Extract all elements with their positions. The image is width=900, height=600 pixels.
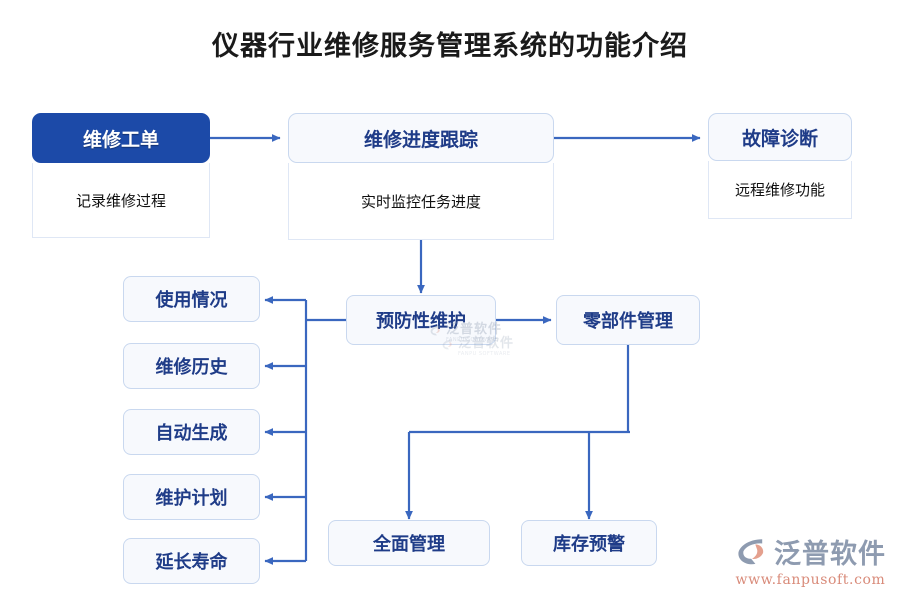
node-parts-management-label: 零部件管理	[583, 311, 673, 332]
node-full-management[interactable]: 全面管理	[328, 520, 490, 566]
node-repair-history[interactable]: 维修历史	[123, 343, 260, 389]
node-maintenance-plan[interactable]: 维护计划	[123, 474, 260, 520]
node-stock-warning-label: 库存预警	[553, 534, 625, 555]
card-repair-order-body-text: 记录维修过程	[75, 191, 166, 210]
brand-logo: 泛普软件 www.fanpusoft.com	[735, 532, 886, 588]
card-progress-track-header[interactable]: 维修进度跟踪	[288, 113, 554, 163]
node-preventive-maintenance-label: 预防性维护	[376, 311, 466, 332]
card-fault-diagnosis-body: 远程维修功能	[708, 161, 852, 219]
card-fault-diagnosis-title: 故障诊断	[741, 127, 818, 150]
node-usage-status-label: 使用情况	[155, 290, 228, 311]
page-title: 仪器行业维修服务管理系统的功能介绍	[212, 31, 688, 62]
card-progress-track-body-text: 实时监控任务进度	[360, 192, 481, 211]
card-repair-order-title: 维修工单	[82, 128, 159, 151]
node-stock-warning[interactable]: 库存预警	[521, 520, 657, 566]
node-usage-status[interactable]: 使用情况	[123, 276, 260, 322]
node-repair-history-label: 维修历史	[155, 357, 228, 378]
node-maintenance-plan-label: 维护计划	[155, 488, 228, 509]
node-full-management-label: 全面管理	[373, 534, 445, 555]
card-progress-track-body: 实时监控任务进度	[288, 163, 554, 240]
node-preventive-maintenance[interactable]: 预防性维护	[346, 295, 496, 345]
fanpu-logo-icon	[738, 538, 764, 564]
card-repair-order-header[interactable]: 维修工单	[32, 113, 210, 163]
card-fault-diagnosis-header[interactable]: 故障诊断	[708, 113, 852, 161]
brand-logo-row: 泛普软件	[735, 532, 886, 571]
node-auto-generate[interactable]: 自动生成	[123, 409, 260, 455]
card-progress-track-title: 维修进度跟踪	[363, 128, 478, 151]
node-parts-management[interactable]: 零部件管理	[556, 295, 700, 345]
node-auto-generate-label: 自动生成	[155, 423, 228, 444]
brand-logo-name: 泛普软件	[774, 539, 886, 570]
card-repair-order-body: 记录维修过程	[32, 163, 210, 238]
watermark-parts-sub: FANPU SOFTWARE	[458, 351, 511, 357]
node-extend-lifespan-label: 延长寿命	[155, 552, 228, 573]
node-extend-lifespan[interactable]: 延长寿命	[123, 538, 260, 584]
brand-logo-url: www.fanpusoft.com	[735, 572, 886, 588]
card-fault-diagnosis-body-text: 远程维修功能	[734, 181, 825, 199]
